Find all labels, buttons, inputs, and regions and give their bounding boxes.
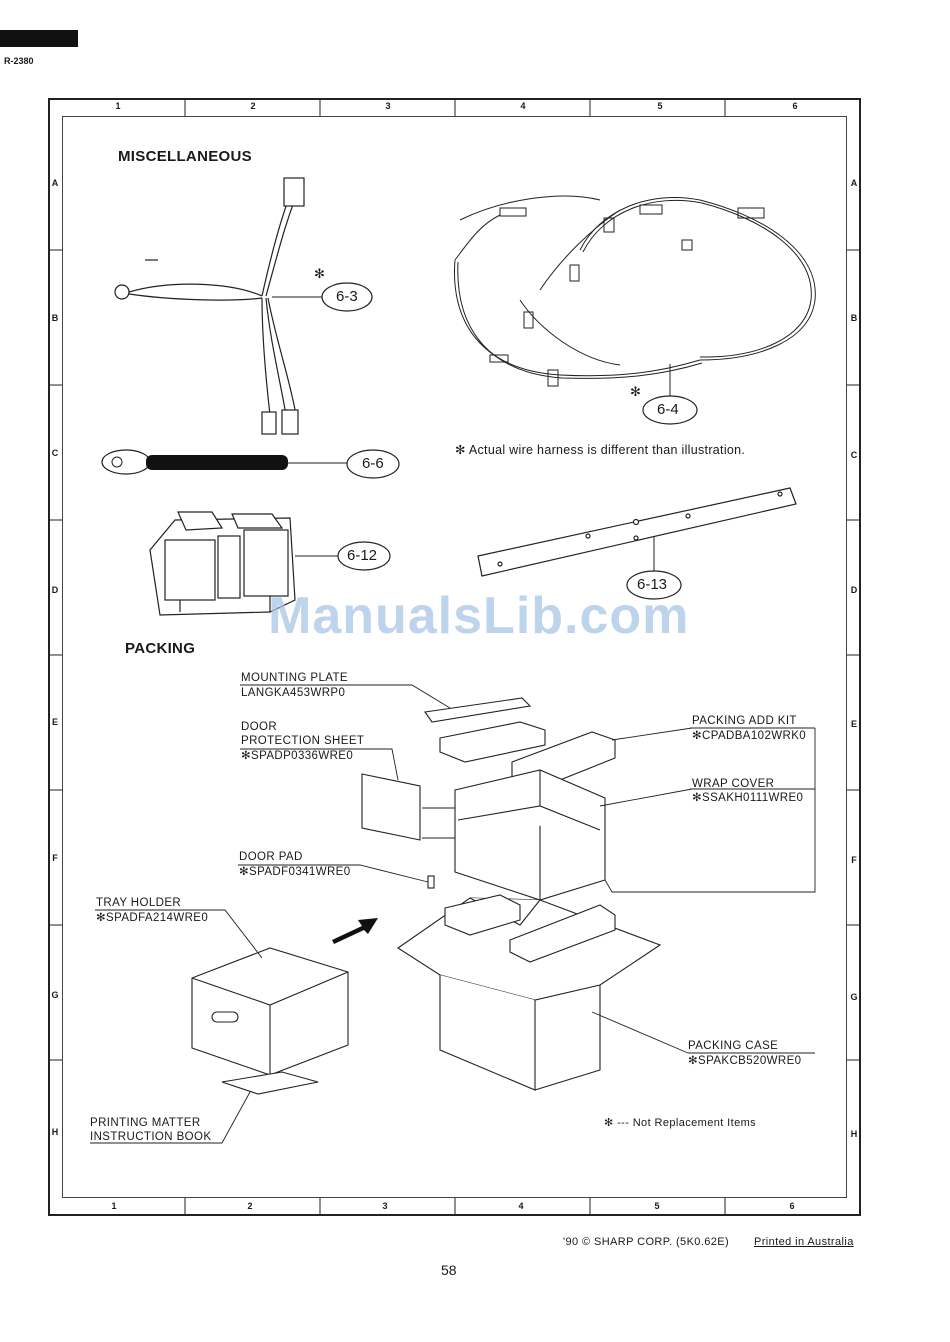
door-protection-name-1: DOOR	[241, 721, 278, 733]
footer-copyright: '90 © SHARP CORP. (5K0.62E)	[563, 1236, 730, 1248]
wrap-cover-code: ✻SSAKH0111WRE0	[692, 792, 804, 804]
door-pad-name: DOOR PAD	[239, 851, 303, 863]
grid-row-g-right: G	[850, 992, 858, 1002]
packing-add-kit-code: ✻CPADBA102WRK0	[692, 730, 807, 742]
door-pad-code: ✻SPADF0341WRE0	[239, 866, 351, 878]
grid-row-d: D	[51, 585, 59, 595]
grid-col-6-bottom: 6	[789, 1201, 795, 1211]
mounting-plate-name: MOUNTING PLATE	[241, 672, 348, 684]
ground-rod-illustration	[101, 449, 288, 475]
asterisk-6-3: ✻	[314, 266, 325, 281]
grid-row-b: B	[51, 313, 59, 323]
grid-row-e: E	[51, 717, 58, 727]
grid-col-4: 4	[520, 101, 526, 111]
grid-row-a-right: A	[850, 178, 858, 188]
packing-exploded-illustration	[191, 697, 662, 1095]
grid-col-3: 3	[385, 101, 391, 111]
grid-col-5: 5	[657, 101, 663, 111]
legend-note: ✻ --- Not Replacement Items	[604, 1117, 757, 1129]
inner-frame	[62, 116, 847, 1198]
footer-printed: Printed in Australia	[754, 1236, 854, 1248]
bracket-illustration	[149, 511, 296, 616]
section-heading-misc: MISCELLANEOUS	[118, 148, 252, 165]
wrap-cover-name: WRAP COVER	[692, 778, 775, 790]
callout-6-6: 6-6	[362, 455, 384, 472]
model-number: R-2380	[4, 56, 34, 66]
header-bar	[0, 30, 78, 47]
watermark: ManualsLib.com	[268, 587, 690, 645]
grid-row-a: A	[51, 178, 59, 188]
tray-holder-name: TRAY HOLDER	[96, 897, 182, 909]
grid-col-2-bottom: 2	[247, 1201, 253, 1211]
page-number: 58	[441, 1262, 457, 1278]
grid-col-4-bottom: 4	[518, 1201, 524, 1211]
instruction-book-name: INSTRUCTION BOOK	[90, 1131, 212, 1143]
grid-row-h-right: H	[850, 1129, 858, 1139]
callout-6-3: 6-3	[336, 288, 358, 305]
packing-case-name: PACKING CASE	[688, 1040, 779, 1052]
tray-holder-code: ✻SPADFA214WRE0	[96, 912, 209, 924]
grid-row-g: G	[51, 990, 59, 1000]
grid-row-e-right: E	[850, 719, 857, 729]
callout-6-12: 6-12	[347, 547, 378, 564]
grid-row-c-right: C	[850, 450, 858, 460]
grid-row-h: H	[51, 1127, 59, 1137]
grid-row-c: C	[51, 448, 59, 458]
asterisk-6-4: ✻	[630, 384, 641, 399]
wire-harness-small-illustration	[114, 177, 305, 435]
printing-matter-name: PRINTING MATTER	[90, 1117, 201, 1129]
section-heading-packing: PACKING	[125, 640, 196, 657]
grid-row-d-right: D	[850, 585, 858, 595]
grid-col-1-bottom: 1	[111, 1201, 117, 1211]
grid-row-b-right: B	[850, 313, 858, 323]
mounting-strip-illustration	[477, 487, 797, 577]
mounting-plate-code: LANGKA453WRP0	[241, 687, 346, 699]
door-protection-code: ✻SPADP0336WRE0	[241, 750, 354, 762]
grid-col-5-bottom: 5	[654, 1201, 660, 1211]
harness-note: ✻ Actual wire harness is different than …	[455, 443, 746, 457]
grid-col-3-bottom: 3	[382, 1201, 388, 1211]
grid-col-6: 6	[792, 101, 798, 111]
callout-6-4: 6-4	[657, 401, 679, 418]
direction-arrow	[332, 918, 378, 944]
wire-harness-large-illustration	[453, 195, 816, 387]
grid-col-2: 2	[250, 101, 256, 111]
packing-case-code: ✻SPAKCB520WRE0	[688, 1055, 802, 1067]
packing-add-kit-name: PACKING ADD KIT	[692, 715, 797, 727]
callout-6-13: 6-13	[637, 576, 668, 593]
grid-row-f-right: F	[851, 855, 857, 865]
grid-col-1: 1	[115, 101, 121, 111]
door-protection-name-2: PROTECTION SHEET	[241, 735, 365, 747]
grid-row-f: F	[52, 853, 58, 863]
